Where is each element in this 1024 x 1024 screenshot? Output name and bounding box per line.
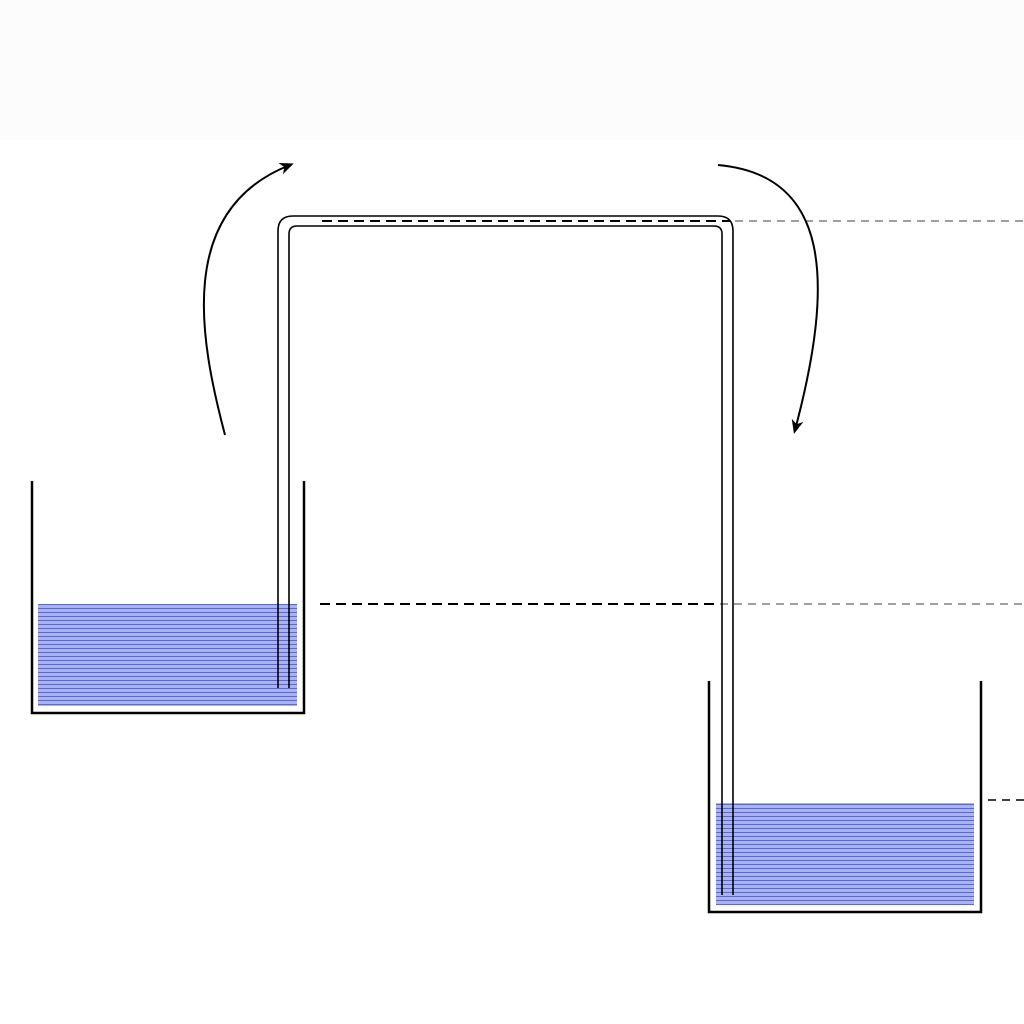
lower-reservoir [707, 681, 983, 914]
flow-down-arrow-icon [717, 164, 819, 434]
upper-reservoir [30, 481, 306, 715]
flow-up-arrow-icon [202, 163, 294, 436]
level-lines [320, 220, 1024, 801]
siphon-tube [277, 215, 734, 895]
top-band [0, 0, 1024, 140]
lower-reservoir-water [716, 803, 974, 905]
upper-reservoir-water [38, 604, 297, 706]
